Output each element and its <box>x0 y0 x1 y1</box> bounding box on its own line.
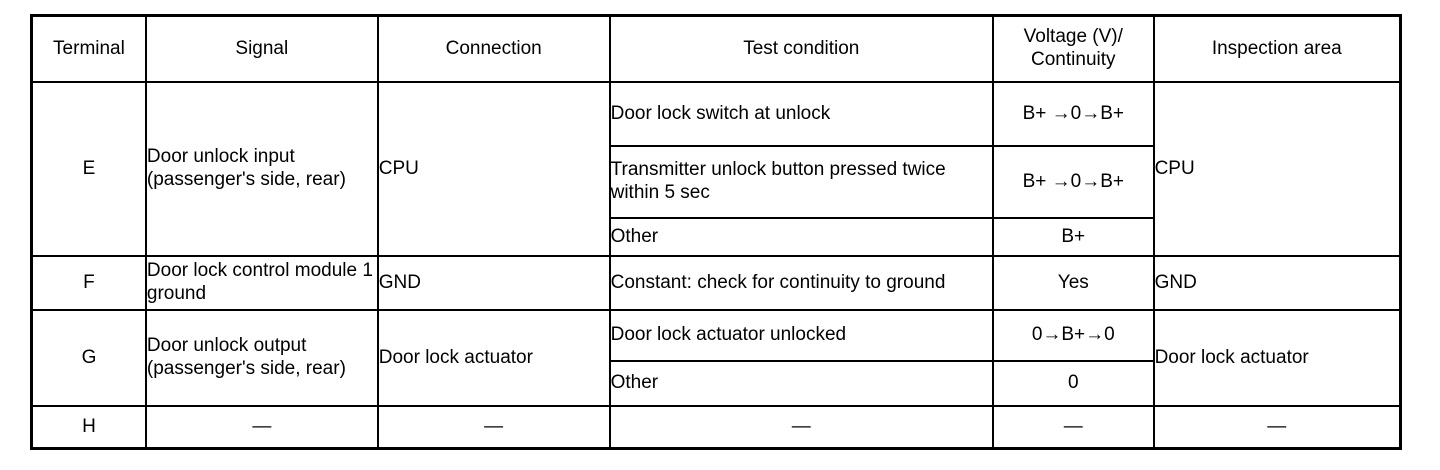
test-condition-value: Door lock switch at unlock <box>608 81 994 147</box>
table-row: Other 0 <box>32 360 1401 407</box>
table-row: Transmitter unlock button pressed twice … <box>32 145 1401 219</box>
signal-description: — <box>144 405 379 450</box>
connection-value: Door lock actuator <box>376 309 611 407</box>
voltage-continuity-value: B+ →0→B+ <box>991 81 1155 147</box>
column-header-test-condition: Test condition <box>608 14 994 83</box>
signal-description: Door unlock output (passenger's side, re… <box>144 309 379 407</box>
voltage-continuity-value: 0→B+→0 <box>991 309 1155 362</box>
connection-value: — <box>376 405 611 450</box>
terminal-id: H <box>30 405 147 450</box>
voltage-continuity-value: B+ <box>991 217 1155 257</box>
inspection-area-value: GND <box>1152 255 1402 311</box>
test-condition-value: Door lock actuator unlocked <box>608 309 994 362</box>
signal-description: Door unlock input (passenger's side, rea… <box>144 81 379 257</box>
test-condition-value: — <box>608 405 994 450</box>
column-header-terminal: Terminal <box>30 14 147 83</box>
inspection-area-value: — <box>1152 405 1402 450</box>
terminal-inspection-table: Terminal Signal Connection Test conditio… <box>30 14 1402 450</box>
voltage-continuity-value: — <box>991 405 1155 450</box>
test-condition-value: Transmitter unlock button pressed twice … <box>608 145 994 219</box>
column-header-signal: Signal <box>144 14 379 83</box>
terminal-id: F <box>30 255 147 311</box>
column-header-voltage-continuity: Voltage (V)/ Continuity <box>991 14 1155 83</box>
test-condition-value: Other <box>608 360 994 407</box>
table-header: Terminal Signal Connection Test conditio… <box>30 14 1402 83</box>
table-row: F Door lock control module 1 ground GND … <box>30 255 1402 311</box>
table-row: E Door unlock input (passenger's side, r… <box>30 81 1402 257</box>
connection-value: CPU <box>376 81 611 257</box>
table-row: G Door unlock output (passenger's side, … <box>30 309 1402 407</box>
inspection-area-value: CPU <box>1152 81 1402 257</box>
column-header-inspection-area: Inspection area <box>1152 14 1402 83</box>
voltage-continuity-value: Yes <box>991 255 1155 311</box>
inspection-area-value: Door lock actuator <box>1152 309 1402 407</box>
table-row: Other B+ <box>32 217 1401 257</box>
signal-description: Door lock control module 1 ground <box>144 255 379 311</box>
terminal-id: E <box>30 81 147 257</box>
table-body: E Door unlock input (passenger's side, r… <box>30 81 1402 450</box>
table-header-row: Terminal Signal Connection Test conditio… <box>30 14 1402 83</box>
test-condition-value: Other <box>608 217 994 257</box>
test-condition-value: Constant: check for continuity to ground <box>608 255 994 311</box>
voltage-continuity-value: 0 <box>991 360 1155 407</box>
terminal-id: G <box>30 309 147 407</box>
table-row: H — — — — — <box>30 405 1402 450</box>
connection-value: GND <box>376 255 611 311</box>
voltage-continuity-value: B+ →0→B+ <box>991 145 1155 219</box>
column-header-connection: Connection <box>376 14 611 83</box>
